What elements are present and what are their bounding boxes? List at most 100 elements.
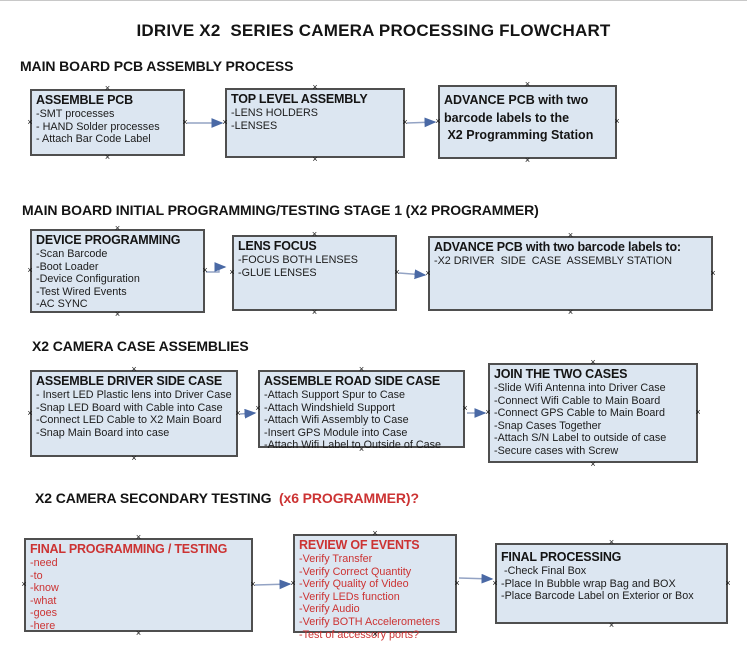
flow-box-join-the-two-cases: JOIN THE TWO CASES -Slide Wifi Antenna i…: [488, 363, 698, 463]
box-title: LENS FOCUS: [238, 239, 317, 253]
flow-box-assemble-pcb: ASSEMBLE PCB -SMT processes - HAND Solde…: [30, 89, 185, 156]
anchor-x-icon: [311, 155, 319, 163]
box-title: FINAL PROCESSING: [501, 550, 622, 564]
anchor-x-icon: [358, 365, 366, 373]
box-item: -Place In Bubble wrap Bag and BOX: [501, 577, 676, 590]
box-title: ASSEMBLE PCB: [36, 93, 133, 107]
anchor-x-icon: [26, 409, 34, 417]
box-item: -Test of accessory ports?: [299, 628, 420, 641]
box-item: -goes: [30, 607, 58, 620]
flow-box-final-programming-testing: FINAL PROGRAMMING / TESTING -need -to -k…: [24, 538, 253, 632]
box-title: ASSEMBLE DRIVER SIDE CASE: [36, 374, 223, 388]
section-heading-initial-programming: MAIN BOARD INITIAL PROGRAMMING/TESTING S…: [22, 202, 539, 218]
box-item: -Slide Wifi Antenna into Driver Case: [494, 382, 666, 394]
flow-box-top-level-assembly: TOP LEVEL ASSEMBLY -LENS HOLDERS -LENSES: [225, 88, 405, 158]
box-title: ADVANCE PCB with two barcode labels to:: [434, 240, 681, 254]
anchor-x-icon: [130, 454, 138, 462]
box-item: - HAND Solder processes: [36, 120, 160, 133]
anchor-x-icon: [401, 118, 409, 126]
box-line: ADVANCE PCB with two: [444, 93, 589, 107]
anchor-x-icon: [311, 308, 319, 316]
anchor-x-icon: [424, 269, 432, 277]
box-item: -Connect GPS Cable to Main Board: [494, 407, 666, 420]
box-title: ASSEMBLE ROAD SIDE CASE: [264, 374, 440, 388]
anchor-x-icon: [461, 404, 469, 412]
anchor-x-icon: [434, 117, 442, 125]
anchor-x-icon: [371, 529, 379, 537]
anchor-x-icon: [694, 408, 702, 416]
box-title: JOIN THE TWO CASES: [494, 367, 628, 381]
box-title: DEVICE PROGRAMMING: [36, 233, 181, 247]
box-line: barcode labels to the: [444, 110, 570, 125]
anchor-x-icon: [608, 538, 616, 546]
box-item: -know: [30, 582, 59, 595]
box-item: -Attach Support Spur to Case: [264, 389, 406, 401]
box-item: -Attach S/N Label to outside of case: [494, 432, 667, 445]
box-item: -Attach Wifi Assembly to Case: [264, 414, 409, 427]
box-item: -Boot Loader: [36, 260, 99, 273]
anchor-x-icon: [311, 83, 319, 91]
box-item: -Device Configuration: [36, 273, 140, 286]
anchor-x-icon: [311, 230, 319, 238]
box-item: -Attach Windshield Support: [264, 401, 395, 414]
heading-black-part: X2 CAMERA SECONDARY TESTING: [35, 490, 276, 506]
anchor-x-icon: [249, 580, 257, 588]
box-item: -Connect Wifi Cable to Main Board: [494, 394, 661, 407]
anchor-x-icon: [567, 231, 575, 239]
anchor-x-icon: [724, 579, 732, 587]
box-item: -Snap Main Board into case: [36, 426, 170, 439]
anchor-x-icon: [589, 358, 597, 366]
box-item: - Attach Bar Code Label: [36, 133, 151, 146]
box-line: X2 Programming Station: [444, 128, 594, 142]
section-heading-case-assemblies: X2 CAMERA CASE ASSEMBLIES: [32, 338, 249, 354]
anchor-x-icon: [289, 579, 297, 587]
anchor-x-icon: [104, 84, 112, 92]
box-item: -Connect LED Cable to X2 Main Board: [36, 414, 222, 427]
flow-box-device-programming: DEVICE PROGRAMMING -Scan Barcode -Boot L…: [30, 229, 205, 313]
box-item: -AC SYNC: [36, 298, 88, 311]
anchor-x-icon: [234, 409, 242, 417]
anchor-x-icon: [709, 269, 717, 277]
flow-box-final-processing: FINAL PROCESSING -Check Final Box -Place…: [495, 543, 728, 624]
page-title: IDRIVE X2 SERIES CAMERA PROCESSING FLOWC…: [136, 21, 611, 40]
anchor-x-icon: [589, 460, 597, 468]
anchor-x-icon: [130, 365, 138, 373]
anchor-x-icon: [26, 266, 34, 274]
box-item: - Insert LED Plastic lens into Driver Ca…: [36, 389, 232, 401]
heading-red-part: (x6 PROGRAMMER)?: [275, 490, 419, 506]
anchor-x-icon: [484, 408, 492, 416]
box-item: -what: [30, 594, 57, 607]
flow-box-assemble-road-side-case: ASSEMBLE ROAD SIDE CASE -Attach Support …: [258, 370, 465, 451]
section-heading-secondary-testing: X2 CAMERA SECONDARY TESTING (x6 PROGRAMM…: [35, 490, 419, 506]
box-item: -Verify BOTH Accelerometers: [299, 615, 440, 628]
anchor-x-icon: [453, 579, 461, 587]
anchor-x-icon: [567, 308, 575, 316]
flow-box-review-of-events: REVIEW OF EVENTS -Verify Transfer -Verif…: [293, 534, 457, 641]
box-item: -X2 DRIVER SIDE CASE ASSEMBLY STATION: [434, 255, 672, 267]
anchor-x-icon: [135, 533, 143, 541]
box-item: -LENS HOLDERS: [231, 107, 318, 119]
anchor-x-icon: [228, 268, 236, 276]
box-item: -Snap LED Board with Cable into Case: [36, 401, 223, 414]
anchor-x-icon: [491, 579, 499, 587]
flow-box-lens-focus: LENS FOCUS -FOCUS BOTH LENSES -GLUE LENS…: [232, 235, 397, 311]
box-title: FINAL PROGRAMMING / TESTING: [30, 542, 228, 556]
anchor-x-icon: [201, 266, 209, 274]
connector-arrow: [239, 408, 257, 419]
anchor-x-icon: [608, 621, 616, 629]
box-item: -Snap Cases Together: [494, 419, 602, 432]
box-item: -Secure cases with Screw: [494, 444, 619, 457]
flow-box-advance-pcb-programming-station: ADVANCE PCB with two barcode labels to t…: [438, 85, 617, 159]
box-item: -Check Final Box: [501, 565, 587, 577]
box-item: -here: [30, 619, 56, 632]
box-item: -Scan Barcode: [36, 248, 108, 260]
anchor-x-icon: [181, 118, 189, 126]
box-item: -SMT processes: [36, 108, 115, 120]
connector-arrow: [254, 579, 292, 590]
box-title: REVIEW OF EVENTS: [299, 538, 420, 552]
section-heading-pcb-assembly: MAIN BOARD PCB ASSEMBLY PROCESS: [20, 58, 294, 74]
anchor-x-icon: [221, 118, 229, 126]
box-item: -Verify Quality of Video: [299, 578, 409, 591]
box-item: -to: [30, 569, 43, 582]
